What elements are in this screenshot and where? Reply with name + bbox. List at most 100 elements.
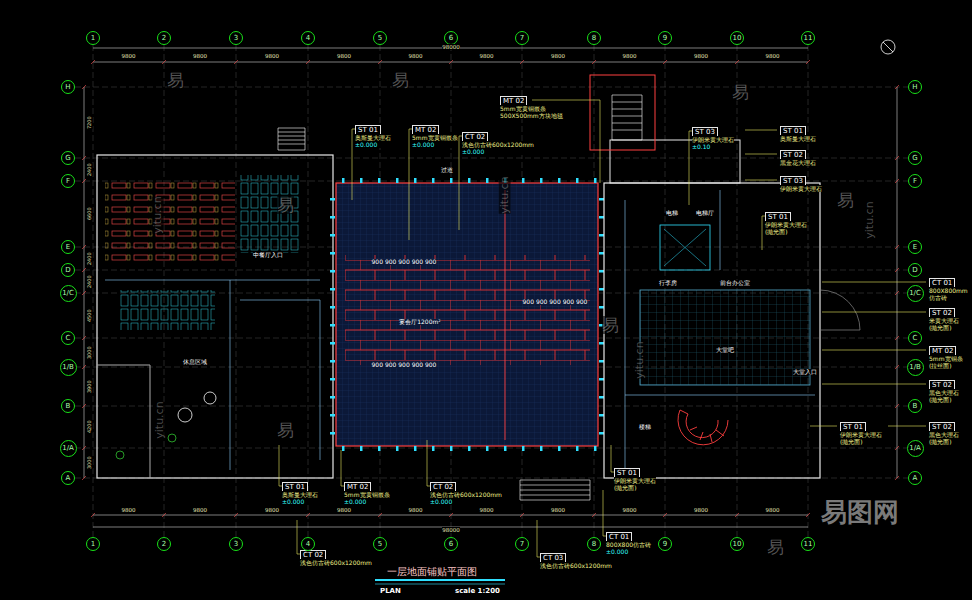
door-swing xyxy=(820,290,860,330)
room-name: 前台办公室 xyxy=(720,280,750,287)
axis-label: 1/C xyxy=(909,289,921,297)
dimension-text: 6600 xyxy=(86,208,92,221)
material-note: ±0.000 xyxy=(355,141,391,148)
grid-bubble: 5 xyxy=(373,537,387,551)
leader xyxy=(810,426,837,427)
dimension-text: 9800 xyxy=(409,507,423,513)
axis-label: B xyxy=(66,402,71,410)
watermark: 易 xyxy=(167,71,184,90)
grid-bubble: 3 xyxy=(229,31,243,45)
tag-code: ST 01 xyxy=(358,126,378,134)
material-tag: ST 02黑色大理石(抛光面) xyxy=(929,422,955,432)
tag-code: CT 01 xyxy=(932,279,952,287)
courtyard xyxy=(97,365,150,478)
axis-label: 1/B xyxy=(909,363,921,371)
room-name: 中餐厅入口 xyxy=(253,252,283,259)
grid-bubble: 4 xyxy=(301,537,315,551)
tag-notes: 800X800仿古砖±0.000 xyxy=(606,541,651,555)
tag-notes: 奥斯曼大理石±0.000 xyxy=(355,134,391,148)
north-circle xyxy=(881,40,895,54)
title-underline xyxy=(375,580,505,584)
material-tag: ST 03伊朗米黄大理石 xyxy=(780,176,806,186)
axis-label: 10 xyxy=(733,540,742,548)
dimension-tick xyxy=(82,60,899,517)
room-name: 电梯 xyxy=(666,210,678,217)
grid-bubble: 9 xyxy=(658,537,672,551)
dimension-text: 3000 xyxy=(86,457,92,470)
stair xyxy=(278,128,305,150)
material-tag: MT 025mm宽黄铜嵌条±0.000 xyxy=(412,125,439,135)
axis-grid xyxy=(75,45,908,537)
columns xyxy=(330,183,335,446)
spiral-stair xyxy=(678,410,728,445)
material-note: ±0.000 xyxy=(412,141,458,148)
axis-label: F xyxy=(66,177,70,185)
material-note: 奥斯曼大理石 xyxy=(780,135,816,142)
grid-bubble: 1/C xyxy=(907,285,924,302)
material-tag: CT 01800X800仿古砖±0.000 xyxy=(606,532,632,542)
material-note: 伊朗米黄大理石 xyxy=(840,431,882,438)
material-tag: CT 03浅色仿古砖600x1200mm xyxy=(540,553,566,563)
grid-bubble: 8 xyxy=(587,31,601,45)
grid-bubble: F xyxy=(908,174,922,188)
axis-label: G xyxy=(912,154,917,162)
material-note: 浅色仿古砖600x1200mm xyxy=(540,562,612,569)
material-note: 500X500mm方块地毯 xyxy=(500,112,563,119)
material-tag: CT 01800X800mm仿古砖 xyxy=(929,278,955,288)
axis-label: 10 xyxy=(733,34,742,42)
grid-bubble: A xyxy=(908,471,922,485)
material-note: 伊朗米黄大理石 xyxy=(614,477,656,484)
dimension-text: 9800 xyxy=(623,53,637,59)
material-note: 奥斯曼大理石 xyxy=(282,491,318,498)
material-note: ±0.10 xyxy=(692,143,734,150)
grid-bubble: 2 xyxy=(157,537,171,551)
leader xyxy=(745,130,777,131)
tag-code: MT 02 xyxy=(503,97,524,105)
grid-bubble: C xyxy=(908,331,922,345)
material-tag: CT 02浅色仿古砖600x1200mm±0.000 xyxy=(462,132,488,142)
grid-bubble: 10 xyxy=(730,31,744,45)
axis-line xyxy=(75,87,908,478)
grid-bubble: 9 xyxy=(658,31,672,45)
tag-notes: 黑金花大理石 xyxy=(780,159,816,166)
material-note: ±0.000 xyxy=(462,148,534,155)
axis-label: A xyxy=(66,474,71,482)
material-note: 5mm宽黄铜嵌条 xyxy=(344,491,390,498)
dimension-text: 98000 xyxy=(442,44,460,50)
axis-label: C xyxy=(913,334,918,342)
axis-label: C xyxy=(66,334,71,342)
dimension-lines xyxy=(82,48,899,527)
tag-code: MT 02 xyxy=(347,483,368,491)
grid-bubble: 6 xyxy=(444,537,458,551)
tag-notes: 奥斯曼大理石 xyxy=(780,135,816,142)
dimension-text: 3000 xyxy=(86,346,92,359)
tag-notes: 800X800mm仿古砖 xyxy=(929,287,968,301)
axis-label: 3 xyxy=(234,540,238,548)
watermark: 易 xyxy=(767,538,784,557)
leader xyxy=(822,282,926,283)
axis-label: 1/C xyxy=(62,289,74,297)
grid-bubble: D xyxy=(61,263,75,277)
tag-code: ST 02 xyxy=(932,309,952,317)
banquet-hall xyxy=(330,178,604,451)
material-note: 米黄大理石 xyxy=(929,317,959,324)
grid-bubble: 3 xyxy=(229,537,243,551)
grid-bubble: 10 xyxy=(730,537,744,551)
watermark: yitu.cn xyxy=(152,196,164,233)
axis-label: 9 xyxy=(663,540,667,548)
material-note: (抛光面) xyxy=(765,228,807,235)
axis-label: 7 xyxy=(520,540,524,548)
axis-label: 6 xyxy=(449,34,453,42)
room-name: 行李房 xyxy=(659,280,677,287)
leader xyxy=(279,445,282,486)
material-tag: ST 02米黄大理石(抛光面) xyxy=(929,308,955,318)
grid-bubble: 1 xyxy=(86,31,100,45)
grid-bubble: E xyxy=(908,240,922,254)
dimension-text: 4200 xyxy=(86,421,92,434)
wall xyxy=(97,155,333,478)
room-name: 宴会厅1200m² xyxy=(399,319,441,326)
tag-notes: 伊朗米黄大理石(抛光面) xyxy=(840,431,882,445)
axis-label: 9 xyxy=(663,34,667,42)
plant xyxy=(168,434,176,442)
